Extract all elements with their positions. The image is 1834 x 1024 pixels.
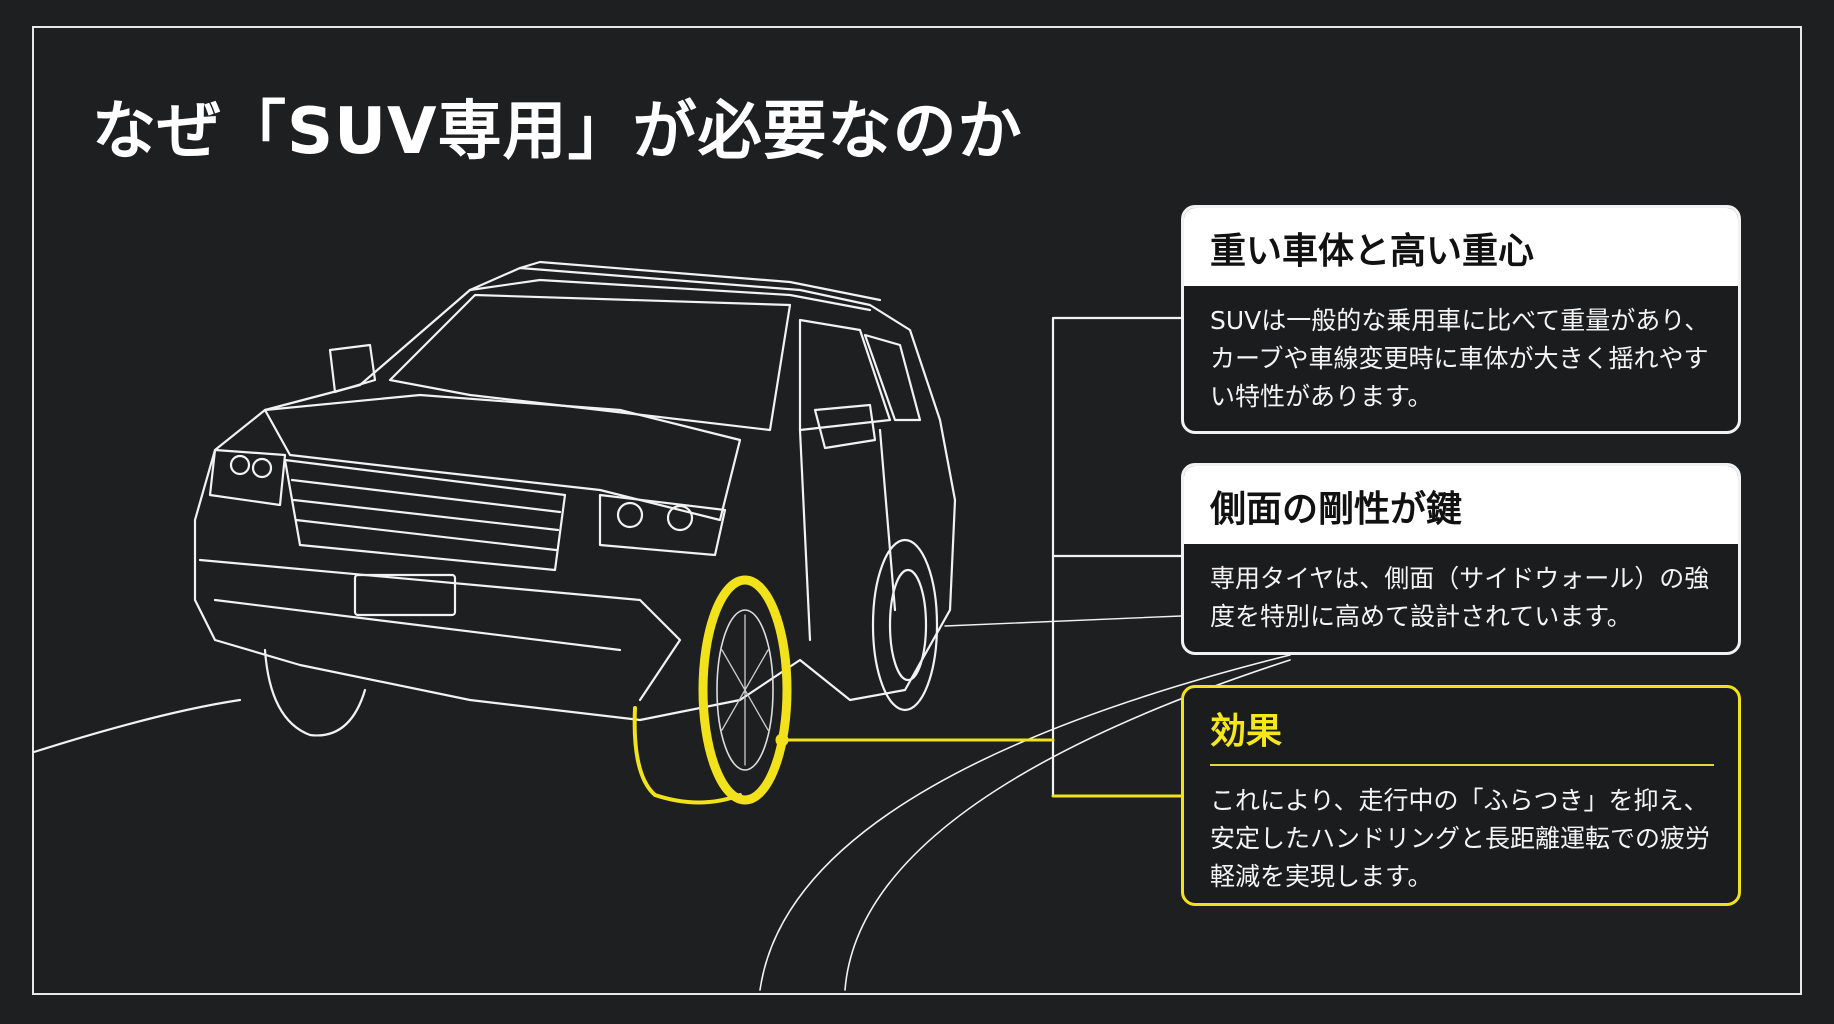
road-line (759, 654, 1291, 991)
road-line (944, 615, 1182, 627)
divider (1210, 764, 1714, 766)
car-door-line (798, 428, 897, 642)
car-grille (283, 458, 567, 572)
rear-wheel (871, 538, 939, 712)
card-heading: 効果 (1210, 711, 1283, 752)
car-side-windows (798, 318, 922, 432)
card-sidewall-rigidity: 側面の剛性が鍵 専用タイヤは、側面（サイドウォール）の強度を特別に高めて設計され… (1181, 463, 1741, 655)
card-heavy-body: 重い車体と高い重心 SUVは一般的な乗用車に比べて重量があり、カーブや車線変更時… (1181, 205, 1741, 434)
car-body (193, 266, 957, 722)
slide-frame (32, 26, 1802, 995)
car-roof (468, 260, 882, 312)
connector-lines (1051, 316, 1183, 798)
card-effect: 効果 これにより、走行中の「ふらつき」を抑え、安定したハンドリングと長距離運転で… (1181, 685, 1741, 906)
car-mirror (328, 343, 877, 450)
car-hood (263, 393, 742, 522)
highlight-connector (775, 733, 1183, 798)
car-headlight-left (208, 448, 287, 507)
car-headlight-right (598, 493, 727, 557)
road-line (32, 698, 242, 754)
page-title: なぜ「SUV専用」が必要なのか (92, 95, 1023, 169)
card-body: これにより、走行中の「ふらつき」を抑え、安定したハンドリングと長距離運転での疲労… (1210, 786, 1711, 891)
front-left-wheel (263, 648, 367, 737)
highlighted-tire (632, 575, 792, 805)
card-heading: 重い車体と高い重心 (1184, 208, 1738, 286)
card-body: SUVは一般的な乗用車に比べて重量があり、カーブや車線変更時に車体が大きく揺れや… (1210, 306, 1710, 411)
card-body: 専用タイヤは、側面（サイドウォール）の強度を特別に高めて設計されています。 (1210, 564, 1710, 631)
card-heading: 側面の剛性が鍵 (1184, 466, 1738, 544)
car-bumper (198, 558, 682, 702)
road-line (844, 659, 1291, 991)
car-windshield (388, 293, 792, 432)
